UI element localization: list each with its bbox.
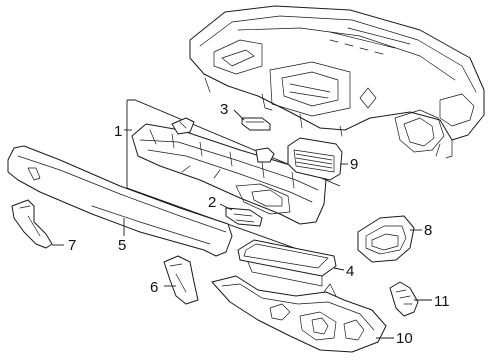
small-bracket-3 xyxy=(241,117,271,131)
callout-5: 5 xyxy=(118,237,126,254)
bracket-2 xyxy=(225,207,263,227)
instrument-panel-shell xyxy=(189,5,485,159)
callout-9: 9 xyxy=(350,156,358,173)
clip-mid xyxy=(255,147,275,163)
reinforcement-beam xyxy=(131,123,327,225)
storage-tray-4 xyxy=(237,239,337,287)
vent-housing-8 xyxy=(357,215,415,263)
side-cover-7 xyxy=(11,199,53,249)
clip-near-beam xyxy=(171,117,195,135)
trim-panel-5 xyxy=(7,145,233,257)
callout-1: 1 xyxy=(114,123,122,140)
callout-10: 10 xyxy=(396,330,413,347)
air-vent-9 xyxy=(287,137,343,181)
callout-3: 3 xyxy=(220,101,228,118)
bracket-11 xyxy=(389,281,419,317)
callout-8: 8 xyxy=(424,222,432,239)
cover-6 xyxy=(163,255,199,305)
callouts: 1 2 3 4 5 6 7 8 9 10 11 xyxy=(68,101,450,347)
leader-lines xyxy=(52,109,432,339)
lower-panel-10 xyxy=(211,275,387,353)
callout-2: 2 xyxy=(208,194,216,211)
callout-6: 6 xyxy=(150,279,158,296)
callout-4: 4 xyxy=(346,263,354,280)
callout-7: 7 xyxy=(68,237,76,254)
callout-11: 11 xyxy=(434,293,450,310)
